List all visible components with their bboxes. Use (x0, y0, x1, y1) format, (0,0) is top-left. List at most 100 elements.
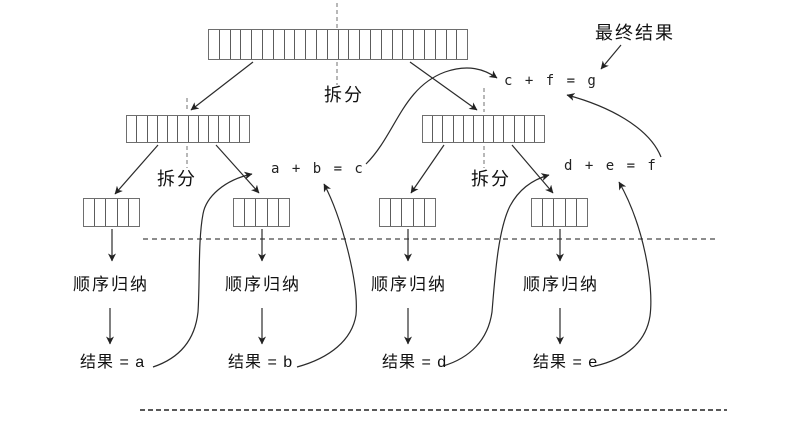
cell (328, 30, 339, 59)
cell (382, 30, 393, 59)
cell (454, 116, 464, 142)
cell (274, 30, 285, 59)
cell (339, 30, 350, 59)
cell (199, 116, 209, 142)
cell (349, 30, 361, 59)
cell (371, 30, 382, 59)
curve-c-to-final-formula (365, 67, 498, 165)
cell (393, 30, 404, 59)
cell (447, 30, 458, 59)
arrow-midright-to-leaf3 (410, 144, 445, 194)
cell (535, 116, 544, 142)
array-mid-right (422, 115, 545, 143)
final-result-label: 最终结果 (595, 23, 675, 43)
cell (504, 116, 515, 142)
cell (168, 116, 179, 142)
cell (543, 199, 555, 226)
cell (178, 116, 189, 142)
arrow-top-to-midleft (190, 61, 254, 111)
cell (425, 199, 435, 226)
curve-result-a-to-formula (152, 171, 253, 368)
result-label-e: 结果 = e (533, 354, 599, 371)
cell (443, 116, 454, 142)
cell (494, 116, 505, 142)
cell (317, 30, 328, 59)
cell (230, 116, 240, 142)
curve-f-to-final-formula (566, 93, 662, 158)
curve-result-e-to-formula (594, 181, 652, 367)
cell (95, 199, 107, 226)
cell (279, 199, 289, 226)
seq-reduce-label-2: 顺序归纳 (225, 275, 301, 294)
cell (484, 116, 495, 142)
formula-d-plus-e: d + e = f (564, 158, 658, 174)
cell (425, 30, 436, 59)
cell (245, 199, 257, 226)
seq-reduce-label-1: 顺序归纳 (73, 275, 149, 294)
cell (127, 116, 138, 142)
cell (209, 30, 220, 59)
cell (380, 199, 392, 226)
cell (220, 30, 231, 59)
array-mid-left (126, 115, 250, 143)
cell (240, 116, 249, 142)
cell (402, 199, 414, 226)
cell (106, 199, 118, 226)
cell (457, 30, 467, 59)
arrow-midleft-to-leaf2 (215, 144, 260, 194)
curve-result-d-to-formula (442, 173, 550, 367)
array-leaf-4 (531, 198, 588, 227)
result-label-b: 结果 = b (228, 354, 294, 371)
cell (252, 30, 263, 59)
cell (268, 199, 279, 226)
cell (231, 30, 242, 59)
cell (158, 116, 168, 142)
seq-reduce-label-3: 顺序归纳 (371, 275, 447, 294)
cell (423, 116, 434, 142)
split-label-right: 拆分 (471, 169, 511, 189)
seq-reduce-label-4: 顺序归纳 (523, 275, 599, 294)
array-top (208, 29, 468, 60)
cell (285, 30, 296, 59)
arrow-finalresult-to-g (600, 44, 622, 70)
cell (474, 116, 485, 142)
cell (433, 116, 444, 142)
cell (436, 30, 447, 59)
split-label-top: 拆分 (324, 85, 364, 105)
cell (532, 199, 544, 226)
cell (515, 116, 525, 142)
cell (295, 30, 307, 59)
cell (554, 199, 566, 226)
cell (219, 116, 230, 142)
cell (129, 199, 139, 226)
cell (189, 116, 199, 142)
curve-result-b-to-formula (296, 183, 357, 368)
array-leaf-3 (379, 198, 436, 227)
cell (566, 199, 577, 226)
cell (118, 199, 129, 226)
cell (391, 199, 403, 226)
cell (306, 30, 317, 59)
cell (414, 30, 425, 59)
cell (234, 199, 246, 226)
cell (360, 30, 371, 59)
cell (414, 199, 425, 226)
cell (137, 116, 148, 142)
cell (464, 116, 474, 142)
cell (403, 30, 415, 59)
arrow-top-to-midright (409, 61, 478, 111)
cell (525, 116, 535, 142)
cell (577, 199, 587, 226)
split-label-left: 拆分 (157, 169, 197, 189)
cell (209, 116, 220, 142)
array-leaf-2 (233, 198, 290, 227)
array-leaf-1 (83, 198, 140, 227)
cell (148, 116, 158, 142)
cell (256, 199, 268, 226)
cell (241, 30, 253, 59)
cell (84, 199, 96, 226)
result-label-a: 结果 = a (80, 354, 146, 371)
result-label-d: 结果 = d (382, 354, 448, 371)
